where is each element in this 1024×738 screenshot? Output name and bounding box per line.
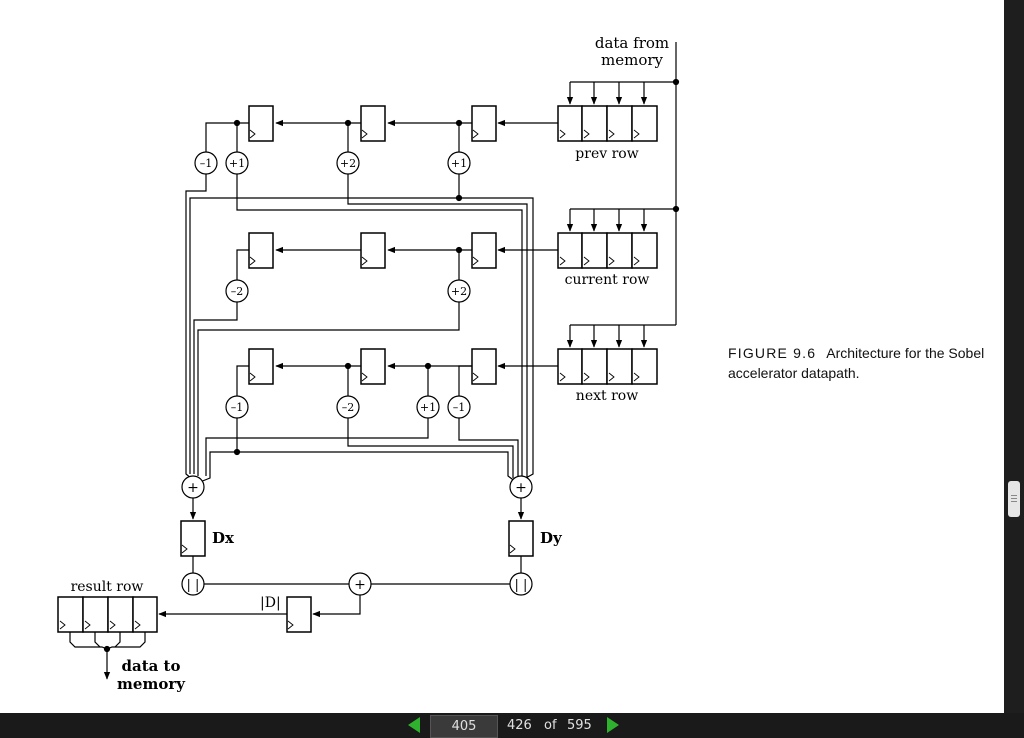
result-row-label: result row xyxy=(71,579,144,595)
coef-prev-dy-c: +1 xyxy=(447,151,471,175)
of-label: of xyxy=(544,718,557,733)
figure-caption-text: Architecture for the Sobel accelerator d… xyxy=(728,345,985,381)
current-row-buffer xyxy=(557,232,658,269)
svg-text:–1: –1 xyxy=(200,157,213,170)
svg-text:–1: –1 xyxy=(453,401,466,414)
dy-register xyxy=(508,520,534,557)
next-reg-1 xyxy=(248,348,274,385)
next-row-buffer xyxy=(557,348,658,385)
coef-next-dy-c: –1 xyxy=(447,395,471,419)
coef-prev-dy-a: +1 xyxy=(225,151,249,175)
svg-text:+: + xyxy=(515,480,527,496)
dx-label: Dx xyxy=(212,529,235,547)
data-to-memory-label-1: data to xyxy=(121,657,180,675)
abs-d-register xyxy=(286,596,312,633)
svg-text:+2: +2 xyxy=(340,157,356,170)
next-page-arrow-icon[interactable] xyxy=(607,717,619,733)
next-row-group: next row xyxy=(199,324,676,483)
current-page-number: 426 xyxy=(507,718,532,733)
scrollbar-thumb[interactable] xyxy=(1008,481,1020,517)
next-reg-3 xyxy=(471,348,497,385)
previous-page-arrow-icon[interactable] xyxy=(408,717,420,733)
data-from-memory-label-1: data from xyxy=(595,34,669,52)
prev-row-group: prev row xyxy=(185,42,680,480)
svg-text:+1: +1 xyxy=(229,157,245,170)
vertical-scrollbar[interactable] xyxy=(1004,0,1024,713)
svg-text:–2: –2 xyxy=(231,285,244,298)
coef-next-dy-b: –2 xyxy=(336,395,360,419)
prev-reg-1 xyxy=(248,105,274,142)
page-navigation-bar: 405 426 of 595 xyxy=(0,713,1024,738)
prev-reg-2 xyxy=(360,105,386,142)
dy-label: Dy xyxy=(540,529,563,547)
page-number-input[interactable]: 405 xyxy=(430,715,498,738)
sum-dx-adder: + xyxy=(181,475,205,499)
prev-row-label: prev row xyxy=(575,146,638,162)
next-row-label: next row xyxy=(576,388,638,404)
sum-dy-adder: + xyxy=(509,475,533,499)
sobel-datapath-diagram: prev row xyxy=(57,34,680,693)
final-adder: + xyxy=(348,572,372,596)
current-row-group: current row xyxy=(193,205,680,476)
coef-cur-dx-a: –2 xyxy=(225,279,249,303)
svg-text:+: + xyxy=(354,577,366,593)
dx-register xyxy=(180,520,206,557)
svg-text:+1: +1 xyxy=(420,401,436,414)
data-from-memory-label-2: memory xyxy=(601,51,664,69)
svg-text:+: + xyxy=(187,480,199,496)
svg-text:+1: +1 xyxy=(451,157,467,170)
cur-reg-1 xyxy=(248,232,274,269)
coef-cur-dx-b: +2 xyxy=(447,279,471,303)
prev-row-buffer xyxy=(557,105,658,142)
svg-text:+2: +2 xyxy=(451,285,467,298)
abs-d-label: |D| xyxy=(260,595,281,611)
svg-text:–2: –2 xyxy=(342,401,355,414)
abs-dx-unit: | | xyxy=(181,572,205,596)
svg-text:–1: –1 xyxy=(231,401,244,414)
current-row-label: current row xyxy=(565,272,650,288)
next-reg-2 xyxy=(360,348,386,385)
result-row-buffer xyxy=(57,596,158,633)
coef-next-dx: +1 xyxy=(416,395,440,419)
figure-number: FIGURE 9.6 xyxy=(728,345,817,361)
total-pages: 595 xyxy=(567,718,592,733)
coef-prev-dy-b: +2 xyxy=(336,151,360,175)
coef-next-dy-a: –1 xyxy=(225,395,249,419)
prev-reg-3 xyxy=(471,105,497,142)
data-to-memory-label-2: memory xyxy=(117,675,186,693)
document-page: prev row xyxy=(0,0,1004,713)
svg-text:| |: | | xyxy=(187,578,200,593)
cur-reg-2 xyxy=(360,232,386,269)
svg-text:| |: | | xyxy=(515,578,528,593)
coef-prev-dx: –1 xyxy=(194,151,218,175)
abs-dy-unit: | | xyxy=(509,572,533,596)
cur-reg-3 xyxy=(471,232,497,269)
